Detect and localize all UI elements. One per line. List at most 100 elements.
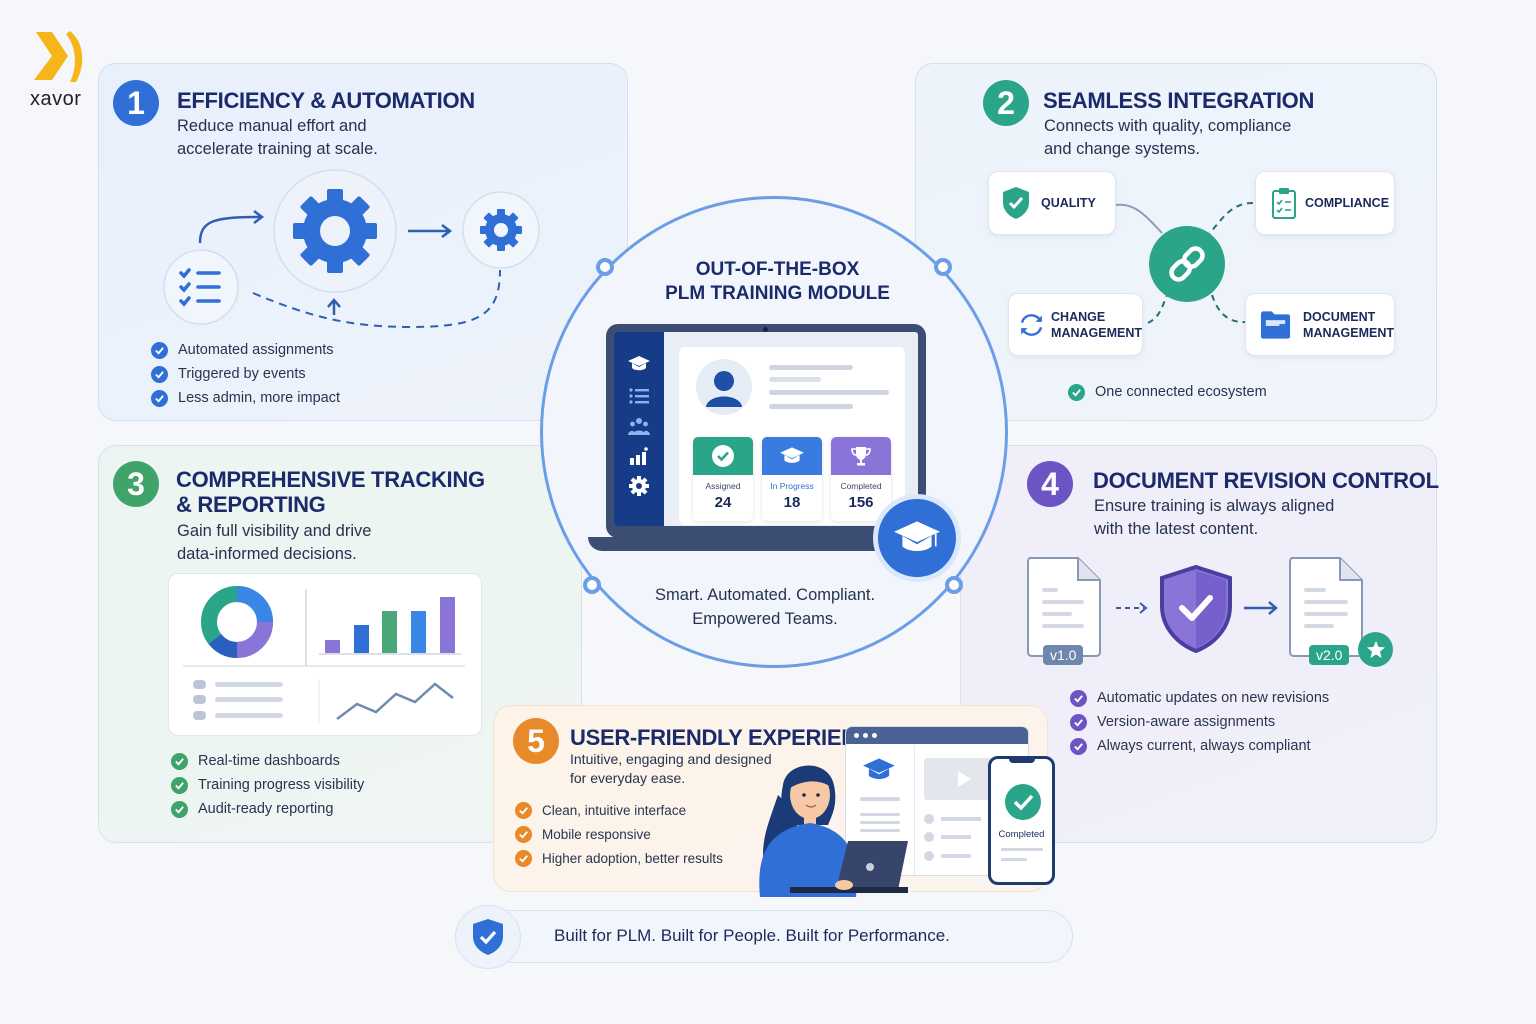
bullet-item: Mobile responsive — [515, 822, 723, 846]
automation-flow-diagram — [163, 169, 540, 329]
check-icon — [171, 776, 188, 794]
section-description: Connects with quality, compliance and ch… — [1044, 117, 1292, 158]
arrow-right-icon — [1244, 601, 1278, 615]
check-icon — [1070, 713, 1087, 731]
check-icon — [151, 365, 168, 383]
line-chart-icon — [336, 682, 454, 720]
shield-check-icon — [1160, 564, 1232, 654]
graduation-cap-icon — [894, 521, 940, 552]
bar-chart-icon — [627, 446, 651, 466]
section-title: SEAMLESS INTEGRATION — [1043, 88, 1315, 113]
section-title: COMPREHENSIVE TRACKING & REPORTING — [176, 467, 485, 517]
user-avatar-icon — [696, 359, 752, 415]
star-icon — [1366, 640, 1385, 658]
experience-bullets: Clean, intuitive interface Mobile respon… — [515, 798, 723, 870]
placeholder-line — [769, 390, 889, 395]
bullet-item: Audit-ready reporting — [171, 797, 364, 821]
graduation-badge — [873, 494, 961, 582]
link-hub — [1149, 226, 1225, 302]
graduation-cap-icon — [863, 758, 895, 780]
section-description: Reduce manual effort and accelerate trai… — [177, 117, 378, 158]
link-icon — [1169, 246, 1205, 282]
dashboard-graphics — [183, 586, 465, 724]
xavor-logo-mark — [34, 31, 83, 82]
users-icon — [627, 416, 651, 436]
check-icon — [171, 752, 188, 770]
check-icon — [151, 341, 168, 359]
section-description: Ensure training is always aligned with t… — [1094, 497, 1335, 538]
section-description: Intuitive, engaging and designed for eve… — [570, 751, 772, 786]
bullet-item: Always current, always compliant — [1070, 734, 1329, 758]
check-icon — [151, 389, 168, 407]
bullet-item: Triggered by events — [151, 362, 340, 386]
check-icon — [1068, 383, 1085, 401]
play-icon — [958, 771, 971, 787]
phone-illustration: Completed — [988, 756, 1055, 885]
tracking-bullets: Real-time dashboards Training progress v… — [171, 749, 364, 821]
section-number-badge: 2 — [983, 80, 1029, 126]
version-badge-old: v1.0 — [1043, 645, 1084, 665]
browser-titlebar — [846, 727, 1028, 744]
section-number-badge: 5 — [513, 718, 559, 764]
bullet-item: Automated assignments — [151, 338, 340, 362]
section-title: USER-FRIENDLY EXPERIENCE — [570, 725, 887, 750]
star-badge — [1358, 632, 1393, 667]
integration-bullets: One connected ecosystem — [1068, 380, 1267, 404]
bar-chart-icon — [319, 597, 461, 655]
bullet-item: Version-aware assignments — [1070, 710, 1329, 734]
check-circle-icon — [712, 445, 734, 467]
profile-card: Assigned 24 In Progress 18 Completed 156 — [679, 347, 905, 525]
laptop-illustration: Assigned 24 In Progress 18 Completed 156 — [606, 324, 926, 538]
footer-tagline-bar: Built for PLM. Built for People. Built f… — [455, 910, 1073, 963]
large-gear-icon — [293, 189, 377, 273]
placeholder-line — [769, 404, 853, 409]
check-icon — [171, 800, 188, 818]
section-number-badge: 4 — [1027, 461, 1073, 507]
shield-check-icon — [1003, 187, 1029, 219]
placeholder-line — [769, 377, 821, 382]
list-icon — [627, 386, 651, 406]
person-with-laptop-illustration — [759, 765, 908, 897]
bullet-item: Clean, intuitive interface — [515, 798, 723, 822]
version-badge-new: v2.0 — [1309, 645, 1350, 665]
dashed-arrow-icon — [1116, 602, 1148, 614]
logo-text: xavor — [30, 88, 82, 110]
footer-tagline: Built for PLM. Built for People. Built f… — [554, 926, 950, 945]
phone-status-label: Completed — [998, 829, 1045, 840]
module-title: OUT-OF-THE-BOX PLM TRAINING MODULE — [665, 259, 890, 304]
folder-icon — [1260, 310, 1291, 339]
module-tagline: Smart. Automated. Compliant. Empowered T… — [654, 586, 876, 628]
efficiency-bullets: Automated assignments Triggered by event… — [151, 338, 340, 410]
bullet-item: Higher adoption, better results — [515, 846, 723, 870]
ring-node — [583, 576, 601, 594]
check-icon — [1070, 689, 1087, 707]
stat-card-completed: Completed 156 — [831, 437, 891, 521]
graduation-cap-icon — [780, 447, 804, 463]
small-gear-icon — [480, 209, 522, 251]
check-icon — [515, 801, 532, 819]
clipboard-check-icon — [1272, 188, 1296, 219]
bullet-item: One connected ecosystem — [1068, 380, 1267, 404]
ring-node — [934, 258, 952, 276]
trophy-icon — [851, 447, 871, 466]
check-icon — [515, 849, 532, 867]
section-description: Gain full visibility and drive data-info… — [177, 522, 372, 563]
bullet-item: Training progress visibility — [171, 773, 364, 797]
footer-shield-badge — [455, 905, 521, 969]
integration-node-compliance: COMPLIANCE — [1255, 171, 1395, 235]
ring-node — [596, 258, 614, 276]
placeholder-line — [769, 365, 853, 370]
integration-node-quality: QUALITY — [988, 171, 1116, 235]
section-number-badge: 1 — [113, 80, 159, 126]
revision-bullets: Automatic updates on new revisions Versi… — [1070, 686, 1329, 758]
section-title: EFFICIENCY & AUTOMATION — [177, 88, 475, 113]
checklist-icon — [179, 268, 221, 307]
bullet-item: Real-time dashboards — [171, 749, 364, 773]
laptop-base — [588, 537, 948, 551]
ring-node — [945, 576, 963, 594]
bullet-item: Less admin, more impact — [151, 386, 340, 410]
check-icon — [1070, 737, 1087, 755]
stat-card-in-progress: In Progress 18 — [762, 437, 822, 521]
